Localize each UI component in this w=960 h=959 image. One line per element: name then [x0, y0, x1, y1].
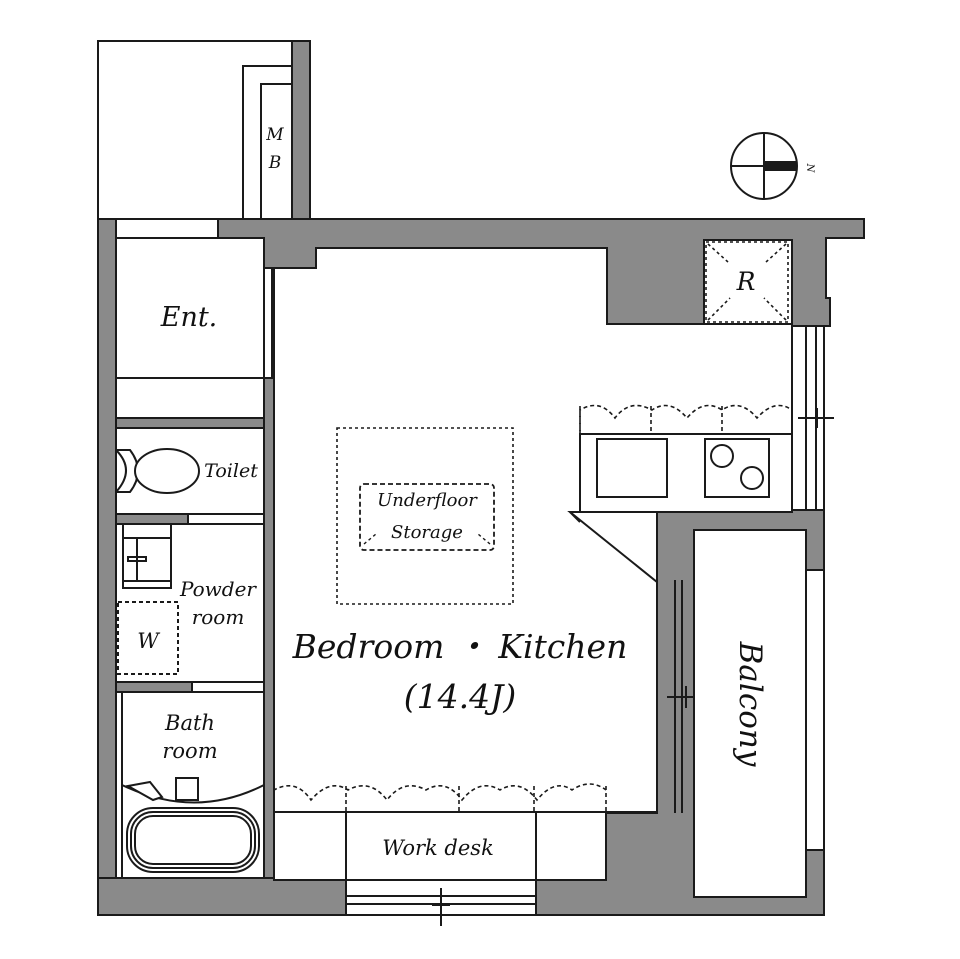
washer-space	[117, 601, 179, 675]
entrance	[115, 237, 273, 419]
burner-icon	[740, 466, 764, 490]
wall-left	[97, 218, 117, 916]
toilet-room	[115, 427, 265, 515]
main-room-area: (14.4J)	[404, 677, 516, 716]
meter-box	[242, 65, 292, 219]
wall-mb-right	[291, 40, 311, 222]
stove	[704, 438, 770, 498]
wall-bottom-left	[97, 877, 347, 916]
underfloor-storage	[336, 427, 514, 605]
window-bottom	[346, 888, 536, 926]
refrigerator-label: R	[736, 267, 756, 296]
wall-ent-toilet	[115, 417, 265, 429]
common-area-outline	[97, 40, 295, 220]
balcony	[693, 529, 825, 898]
powder-room-label-1: Powder	[179, 577, 257, 601]
bath-room-label-1: Bath	[164, 711, 215, 735]
entrance-label: Ent.	[160, 302, 218, 333]
work-desk	[273, 811, 607, 915]
meter-box-label-1: M	[265, 125, 284, 145]
north-arrow-icon	[730, 132, 798, 200]
window-kitchen	[791, 326, 834, 510]
bathtub	[126, 807, 260, 873]
refrigerator-space	[703, 239, 793, 325]
closet	[273, 783, 657, 813]
powder-room	[115, 523, 265, 683]
wall-partition	[263, 377, 275, 879]
bath-room	[121, 691, 265, 879]
main-room	[273, 247, 607, 878]
underfloor-storage-label-1: Underfloor	[377, 490, 478, 511]
burner-icon	[710, 444, 734, 468]
meter-box-label-2: B	[268, 153, 282, 173]
main-room-label: Bedroom ・ Kitchen	[292, 627, 628, 666]
wall-powder-bath	[115, 681, 193, 693]
powder-room-label-2: room	[192, 605, 245, 629]
bath-room-label-2: room	[162, 739, 217, 763]
toilet-label: Toilet	[204, 460, 258, 482]
kitchen-sink	[596, 438, 668, 498]
washer-label: W	[137, 629, 161, 653]
kitchen-counter	[567, 404, 793, 585]
underfloor-storage-label-2: Storage	[391, 522, 463, 543]
balcony-label: Balcony	[732, 641, 768, 767]
compass-label: N	[804, 163, 815, 174]
wall-toilet-powder	[115, 513, 189, 525]
work-desk-label: Work desk	[382, 836, 494, 860]
